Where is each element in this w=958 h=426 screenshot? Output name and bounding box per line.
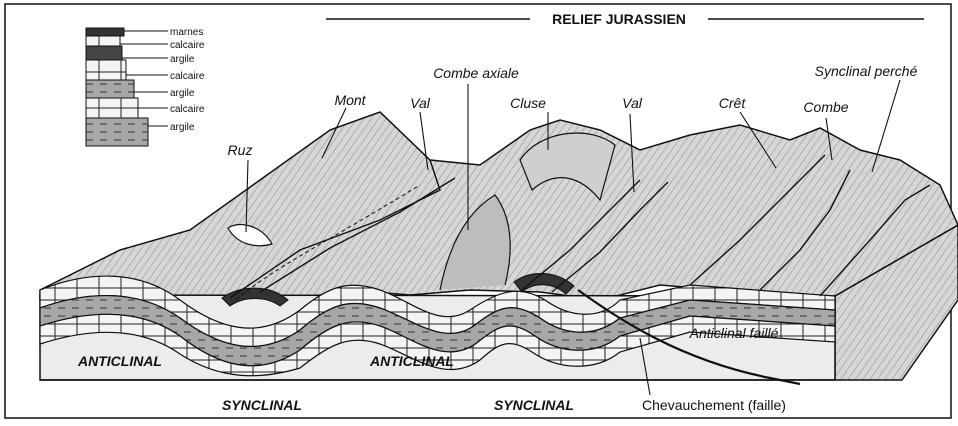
label-anticlinal-mid: ANTICLINAL [369,353,454,369]
legend-marnes: marnes [170,27,203,38]
label-anticlinal-left: ANTICLINAL [77,353,162,369]
label-synclinal-perche: Synclinal perché [815,63,918,79]
block-diagram [40,112,958,384]
legend-calcaire-3: calcaire [170,104,205,115]
diagram-title: RELIEF JURASSIEN [552,11,686,27]
label-chevauchement: Chevauchement (faille) [642,397,786,413]
legend-calcaire-2: calcaire [170,71,205,82]
label-synclinal-left: SYNCLINAL [222,397,302,413]
label-anticlinal-faille: Anticlinal faillé [689,325,779,341]
legend-argile-1: argile [170,54,195,65]
legend-argile-2: argile [170,88,195,99]
label-synclinal-right: SYNCLINAL [494,397,574,413]
label-ruz: Ruz [228,142,253,158]
label-combe-axiale: Combe axiale [433,65,519,81]
stratigraphic-legend: marnes calcaire argile calcaire argile c… [86,27,205,146]
label-cret: Crêt [719,95,747,111]
label-cluse: Cluse [510,95,546,111]
label-val-left: Val [410,95,431,111]
label-mont: Mont [334,92,366,108]
legend-argile-3: argile [170,122,195,133]
label-combe: Combe [803,99,848,115]
label-val-right: Val [622,95,643,111]
legend-calcaire-1: calcaire [170,40,205,51]
